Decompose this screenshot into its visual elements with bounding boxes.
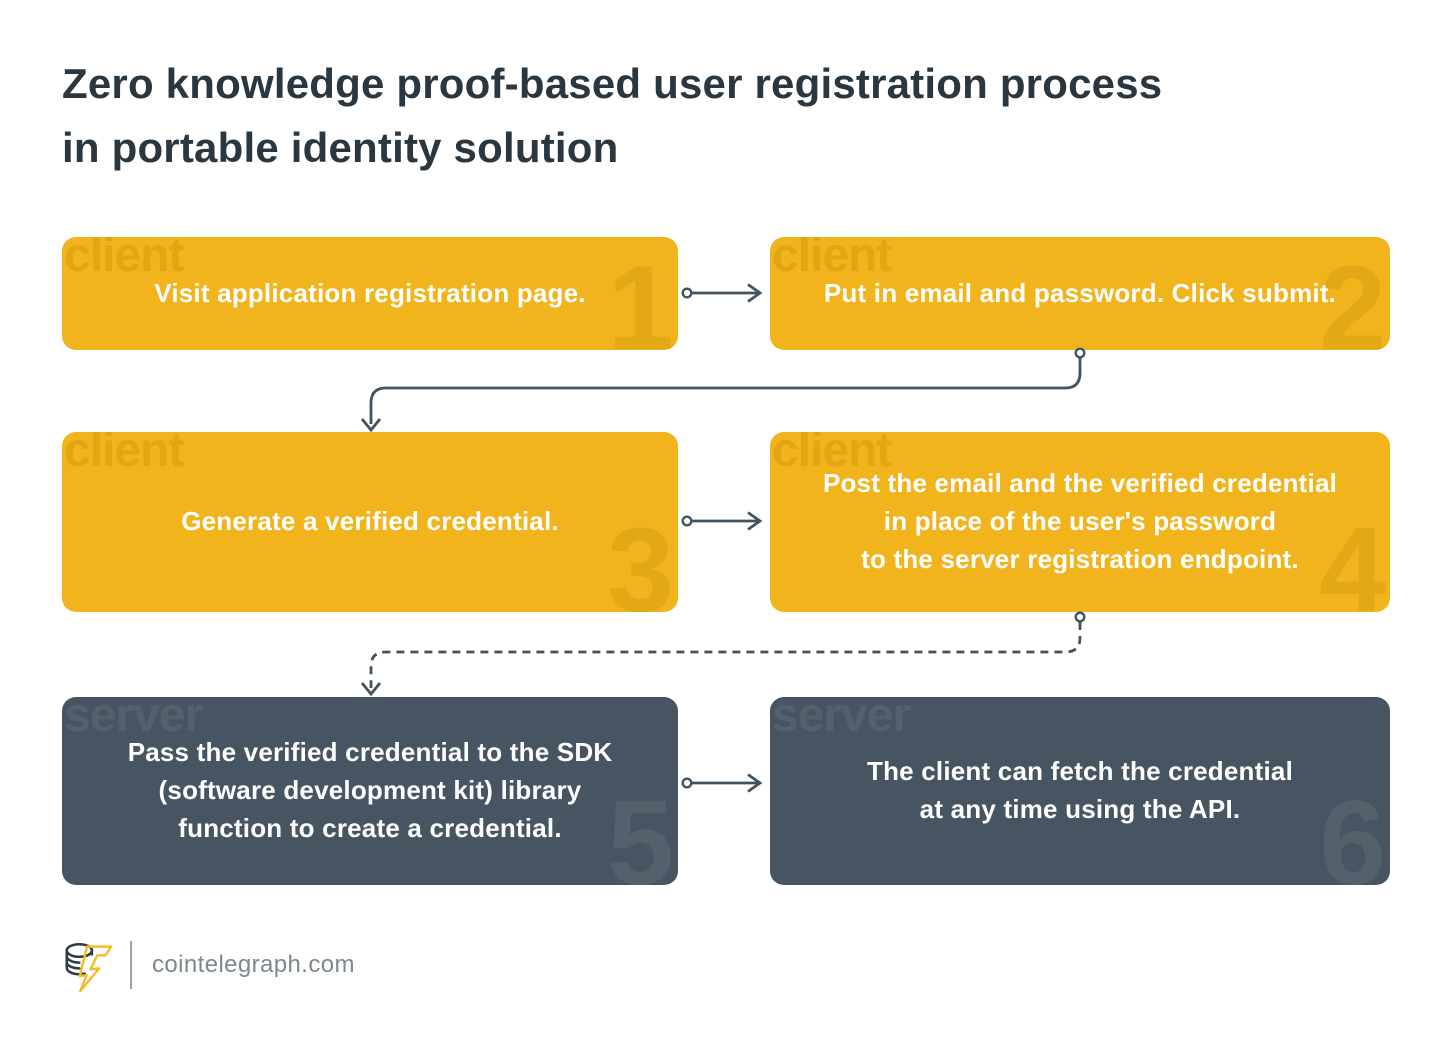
step-3-number-watermark: 3 (607, 503, 674, 612)
step-5-text: Pass the verified credential to the SDK … (127, 737, 613, 843)
arrow-step1-to-step2 (681, 283, 763, 303)
step-3-text: Generate a verified credential. (181, 506, 559, 537)
cointelegraph-logo-icon (65, 942, 113, 993)
step-box-2: client 2 Put in email and password. Clic… (770, 237, 1390, 350)
step-2-text: Put in email and password. Click submit. (823, 277, 1337, 308)
step-box-5: server 5 Pass the verified credential to… (62, 697, 678, 885)
step-box-6: server 6 The client can fetch the creden… (770, 697, 1390, 885)
step-box-4: client 4 Post the email and the verified… (770, 432, 1390, 612)
step-6-role-watermark: server (772, 697, 911, 742)
arrow-step2-to-step3 (360, 347, 1086, 433)
step-6-number-watermark: 6 (1319, 776, 1386, 885)
footer: cointelegraph.com (60, 936, 355, 994)
footer-site-label: cointelegraph.com (152, 951, 355, 978)
coin-stack-icon (65, 942, 94, 976)
step-6-text: The client can fetch the credential at a… (867, 756, 1293, 824)
arrow-step4-to-step5-dashed (360, 611, 1086, 697)
step-box-1: client 1 Visit application registration … (62, 237, 678, 350)
step-3-role-watermark: client (64, 432, 184, 477)
step-1-number-watermark: 1 (607, 241, 674, 350)
footer-divider (130, 941, 132, 989)
arrow-step5-to-step6 (681, 773, 763, 793)
lightning-bolt-icon (78, 945, 113, 993)
page-title: Zero knowledge proof-based user registra… (62, 60, 1163, 171)
arrow-step3-to-step4 (681, 511, 763, 531)
step-box-3: client 3 Generate a verified credential. (62, 432, 678, 612)
step-1-text: Visit application registration page. (154, 277, 586, 308)
step-4-text: Post the email and the verified credenti… (822, 468, 1338, 574)
